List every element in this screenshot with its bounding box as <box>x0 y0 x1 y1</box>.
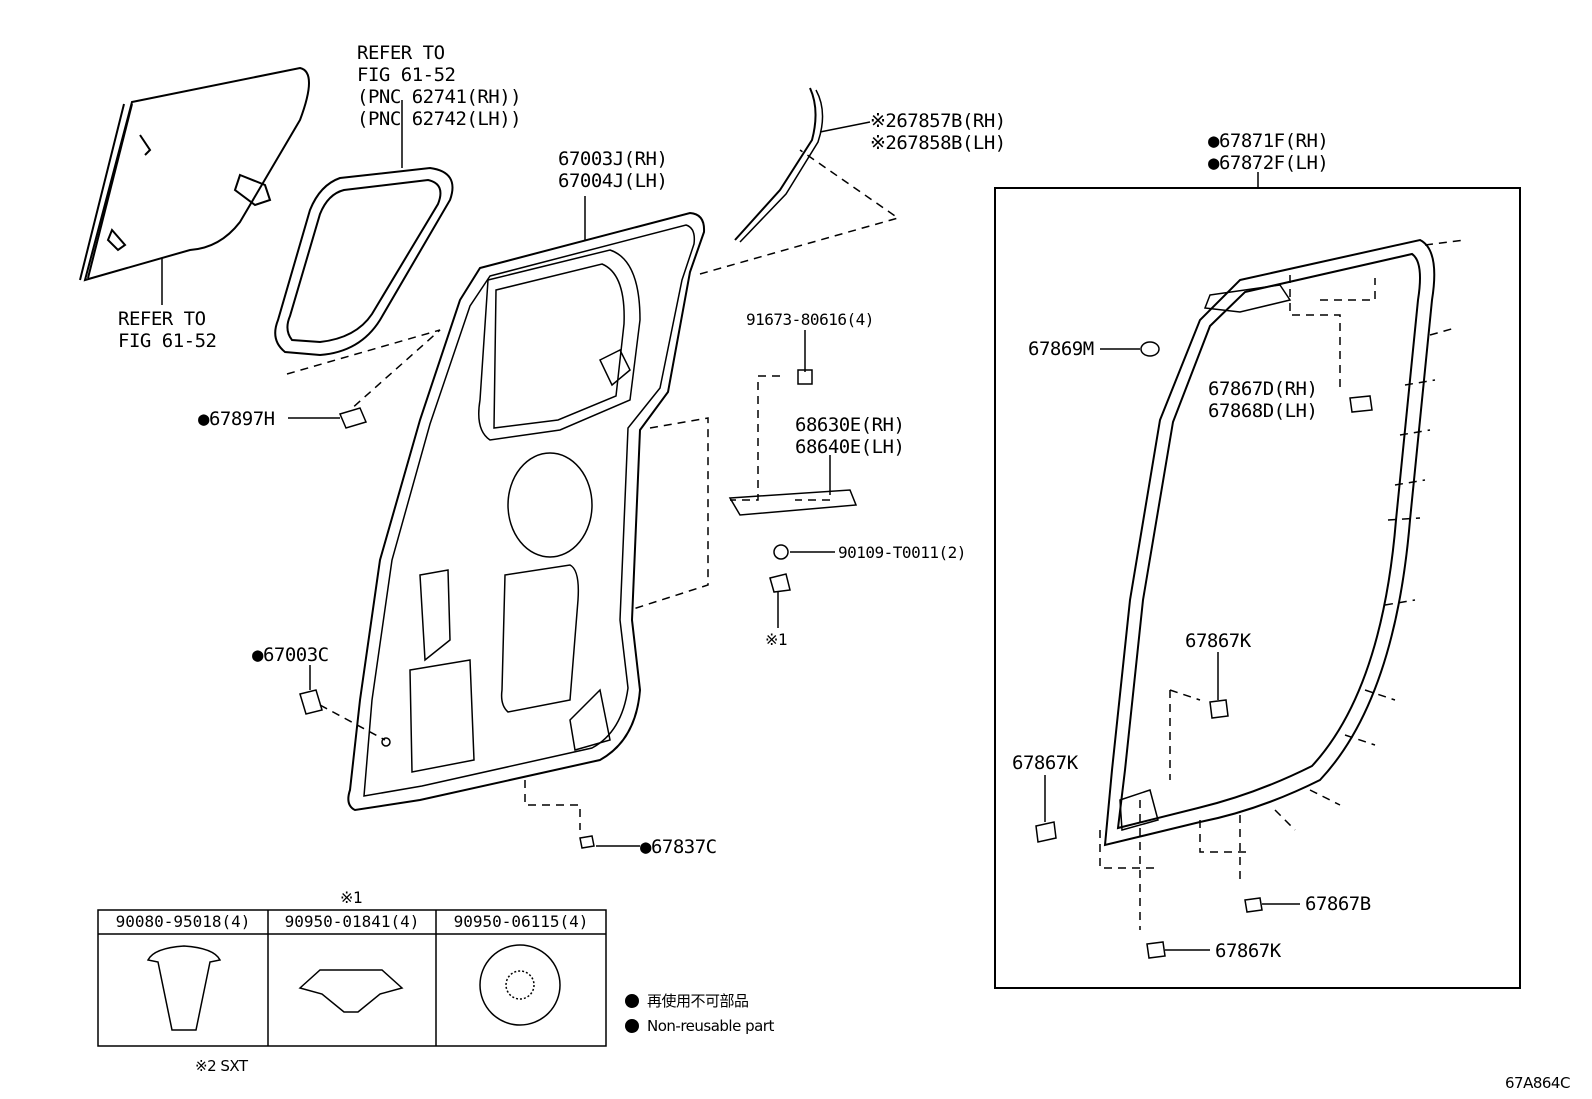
label-note1: ※1 <box>765 630 788 649</box>
legend-en-text: Non-reusable part <box>647 1017 774 1035</box>
label-68640e: 68640E(LH) <box>795 436 905 458</box>
leader-lines <box>288 330 1300 951</box>
diagram-id: 67A864C <box>1505 1074 1570 1092</box>
legend-jp-text: 再使用不可部品 <box>647 992 749 1010</box>
label-67867b: 67867B <box>1305 893 1371 915</box>
table-header-3: 90950-06115(4) <box>453 912 589 931</box>
parts-table <box>97 909 607 1047</box>
guide-lines <box>286 149 1376 930</box>
refer-top-label-3: (PNC 62741(RH)) <box>357 86 522 108</box>
footnote-sxt: ※2 SXT <box>195 1057 248 1075</box>
label-67867d: 67867D(RH) <box>1208 378 1318 400</box>
table-header-1: 90080-95018(4) <box>115 912 251 931</box>
label-67867k-bottom: 67867K <box>1215 940 1281 962</box>
label-67897h: ●67897H <box>198 408 275 430</box>
label-67837c: ●67837C <box>640 836 717 858</box>
table-note: ※1 <box>340 888 363 907</box>
label-90109: 90109-T0011(2) <box>838 543 966 562</box>
non-reusable-dot-icon <box>625 1019 639 1033</box>
refer-left-label-1: REFER TO <box>118 308 206 330</box>
label-67872f: ●67872F(LH) <box>1208 152 1329 174</box>
label-67868d: 67868D(LH) <box>1208 400 1318 422</box>
fasteners <box>299 341 1373 959</box>
table-header-2: 90950-01841(4) <box>284 912 420 931</box>
refer-top-label-4: (PNC 62742(LH)) <box>357 108 522 130</box>
refer-top-label-2: FIG 61-52 <box>357 64 456 86</box>
label-67871f: ●67871F(RH) <box>1208 130 1329 152</box>
label-91673: 91673-80616(4) <box>746 310 874 329</box>
non-reusable-dot-icon <box>625 994 639 1008</box>
refer-top-label-1: REFER TO <box>357 42 445 64</box>
label-67003j: 67003J(RH) <box>558 148 668 170</box>
glass-weatherstrip <box>274 166 454 357</box>
label-67867k-upper: 67867K <box>1185 630 1251 652</box>
label-68630e: 68630E(RH) <box>795 414 905 436</box>
refer-left-label-2: FIG 61-52 <box>118 330 217 352</box>
legend-en: Non-reusable part <box>625 1015 774 1037</box>
label-67004j: 67004J(LH) <box>558 170 668 192</box>
label-67858b: ※267858B(LH) <box>870 132 1006 154</box>
label-67857b: ※267857B(RH) <box>870 110 1006 132</box>
label-67867k-left: 67867K <box>1012 752 1078 774</box>
label-67869m: 67869M <box>1028 338 1094 360</box>
upper-moulding <box>734 87 817 241</box>
legend-jp: 再使用不可部品 <box>625 990 749 1012</box>
rear-door-panel <box>347 211 706 812</box>
door-weatherstrip <box>1103 238 1436 847</box>
quarter-glass <box>79 66 310 282</box>
label-67003c: ●67003C <box>252 644 329 666</box>
